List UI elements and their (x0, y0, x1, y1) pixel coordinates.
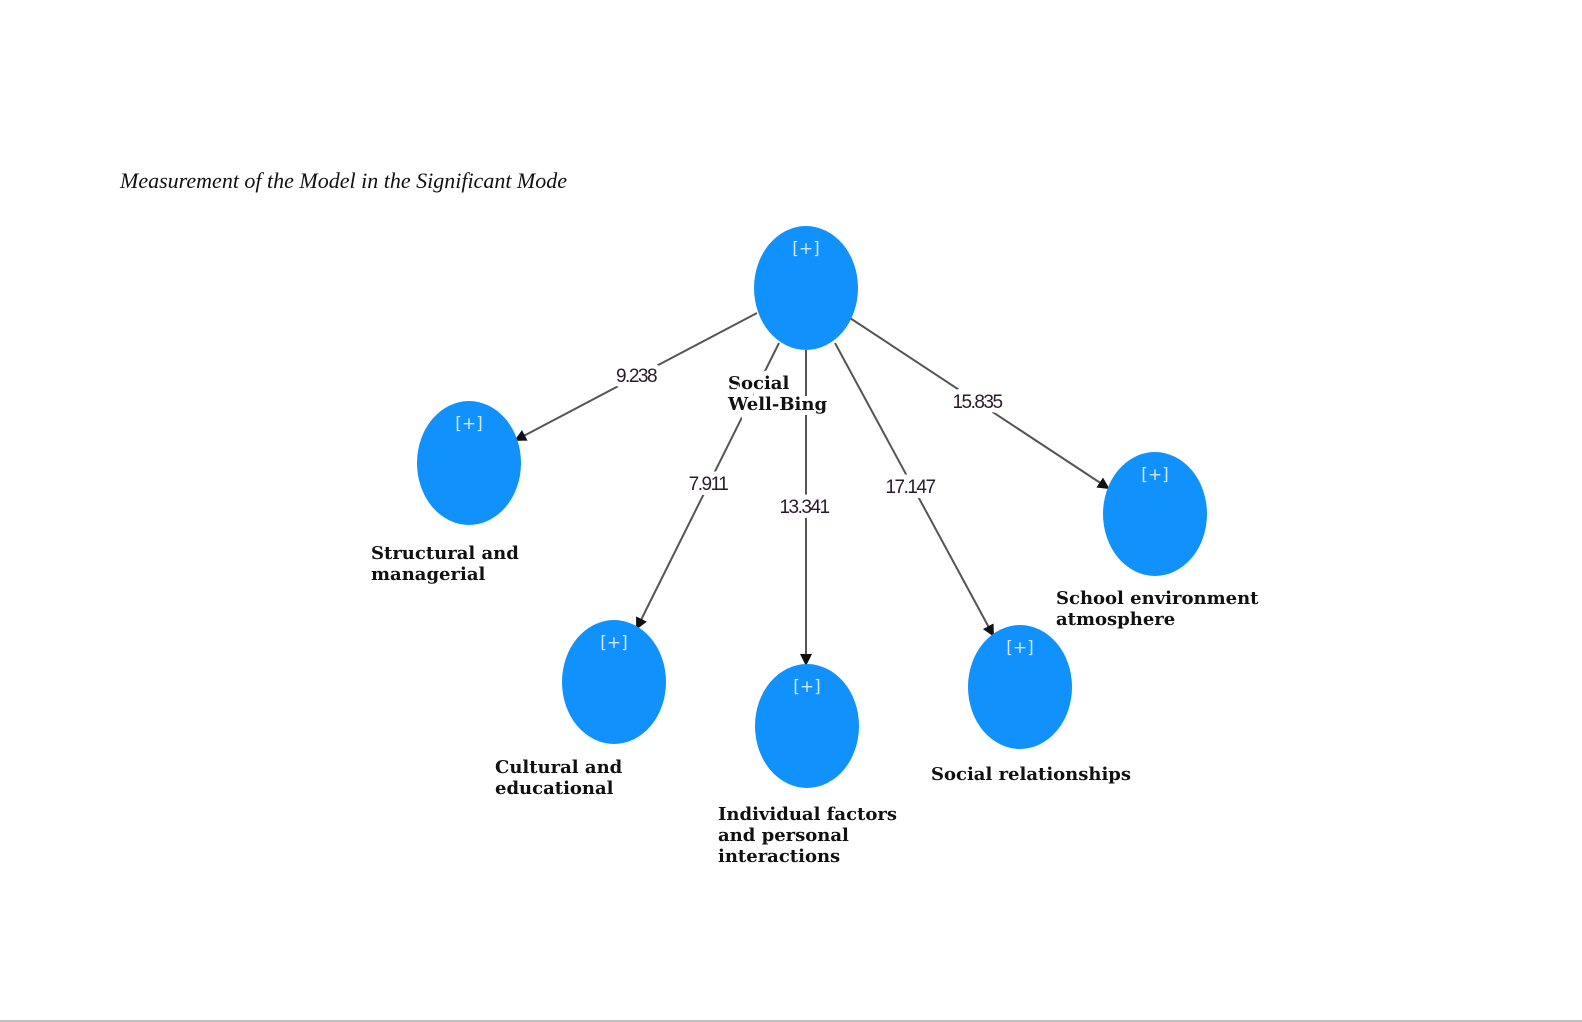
path-coefficient-structural-and-managerial: 9.238 (616, 366, 657, 387)
individual-factors-ellipse[interactable] (755, 664, 859, 788)
cultural-and-educational-node[interactable]: [+] (562, 620, 666, 744)
expand-icon[interactable]: [+] (1006, 638, 1034, 658)
path-coefficient-school-environment-atmosphere: 15.835 (952, 392, 1002, 413)
expand-icon[interactable]: [+] (455, 414, 483, 434)
social-relationships-ellipse[interactable] (968, 625, 1072, 749)
structural-and-managerial-node[interactable]: [+] (417, 401, 521, 525)
social-relationships-label: Social relationships (931, 764, 1131, 785)
school-environment-atmosphere-node[interactable]: [+] (1103, 452, 1207, 576)
bottom-divider (0, 1020, 1582, 1022)
path-arrow-social-relationships (834, 342, 994, 637)
path-arrow-cultural-and-educational (636, 342, 780, 630)
root-node[interactable]: [+] (754, 226, 858, 350)
figure-caption: Measurement of the Model in the Signific… (120, 168, 568, 193)
path-coefficient-cultural-and-educational: 7.911 (689, 474, 729, 495)
path-arrow-structural-and-managerial (514, 312, 758, 441)
cultural-and-educational-ellipse[interactable] (562, 620, 666, 744)
expand-icon[interactable]: [+] (1141, 465, 1169, 485)
path-arrow-school-environment-atmosphere (849, 317, 1110, 490)
expand-icon[interactable]: [+] (600, 633, 628, 653)
structural-and-managerial-ellipse[interactable] (417, 401, 521, 525)
path-coefficient-social-relationships: 17.147 (885, 477, 935, 498)
social-relationships-node[interactable]: [+] (968, 625, 1072, 749)
root-ellipse[interactable] (754, 226, 858, 350)
expand-icon[interactable]: [+] (792, 239, 820, 259)
expand-icon[interactable]: [+] (793, 677, 821, 697)
path-coefficient-individual-factors: 13.341 (779, 497, 829, 518)
individual-factors-node[interactable]: [+] (755, 664, 859, 788)
school-environment-atmosphere-ellipse[interactable] (1103, 452, 1207, 576)
